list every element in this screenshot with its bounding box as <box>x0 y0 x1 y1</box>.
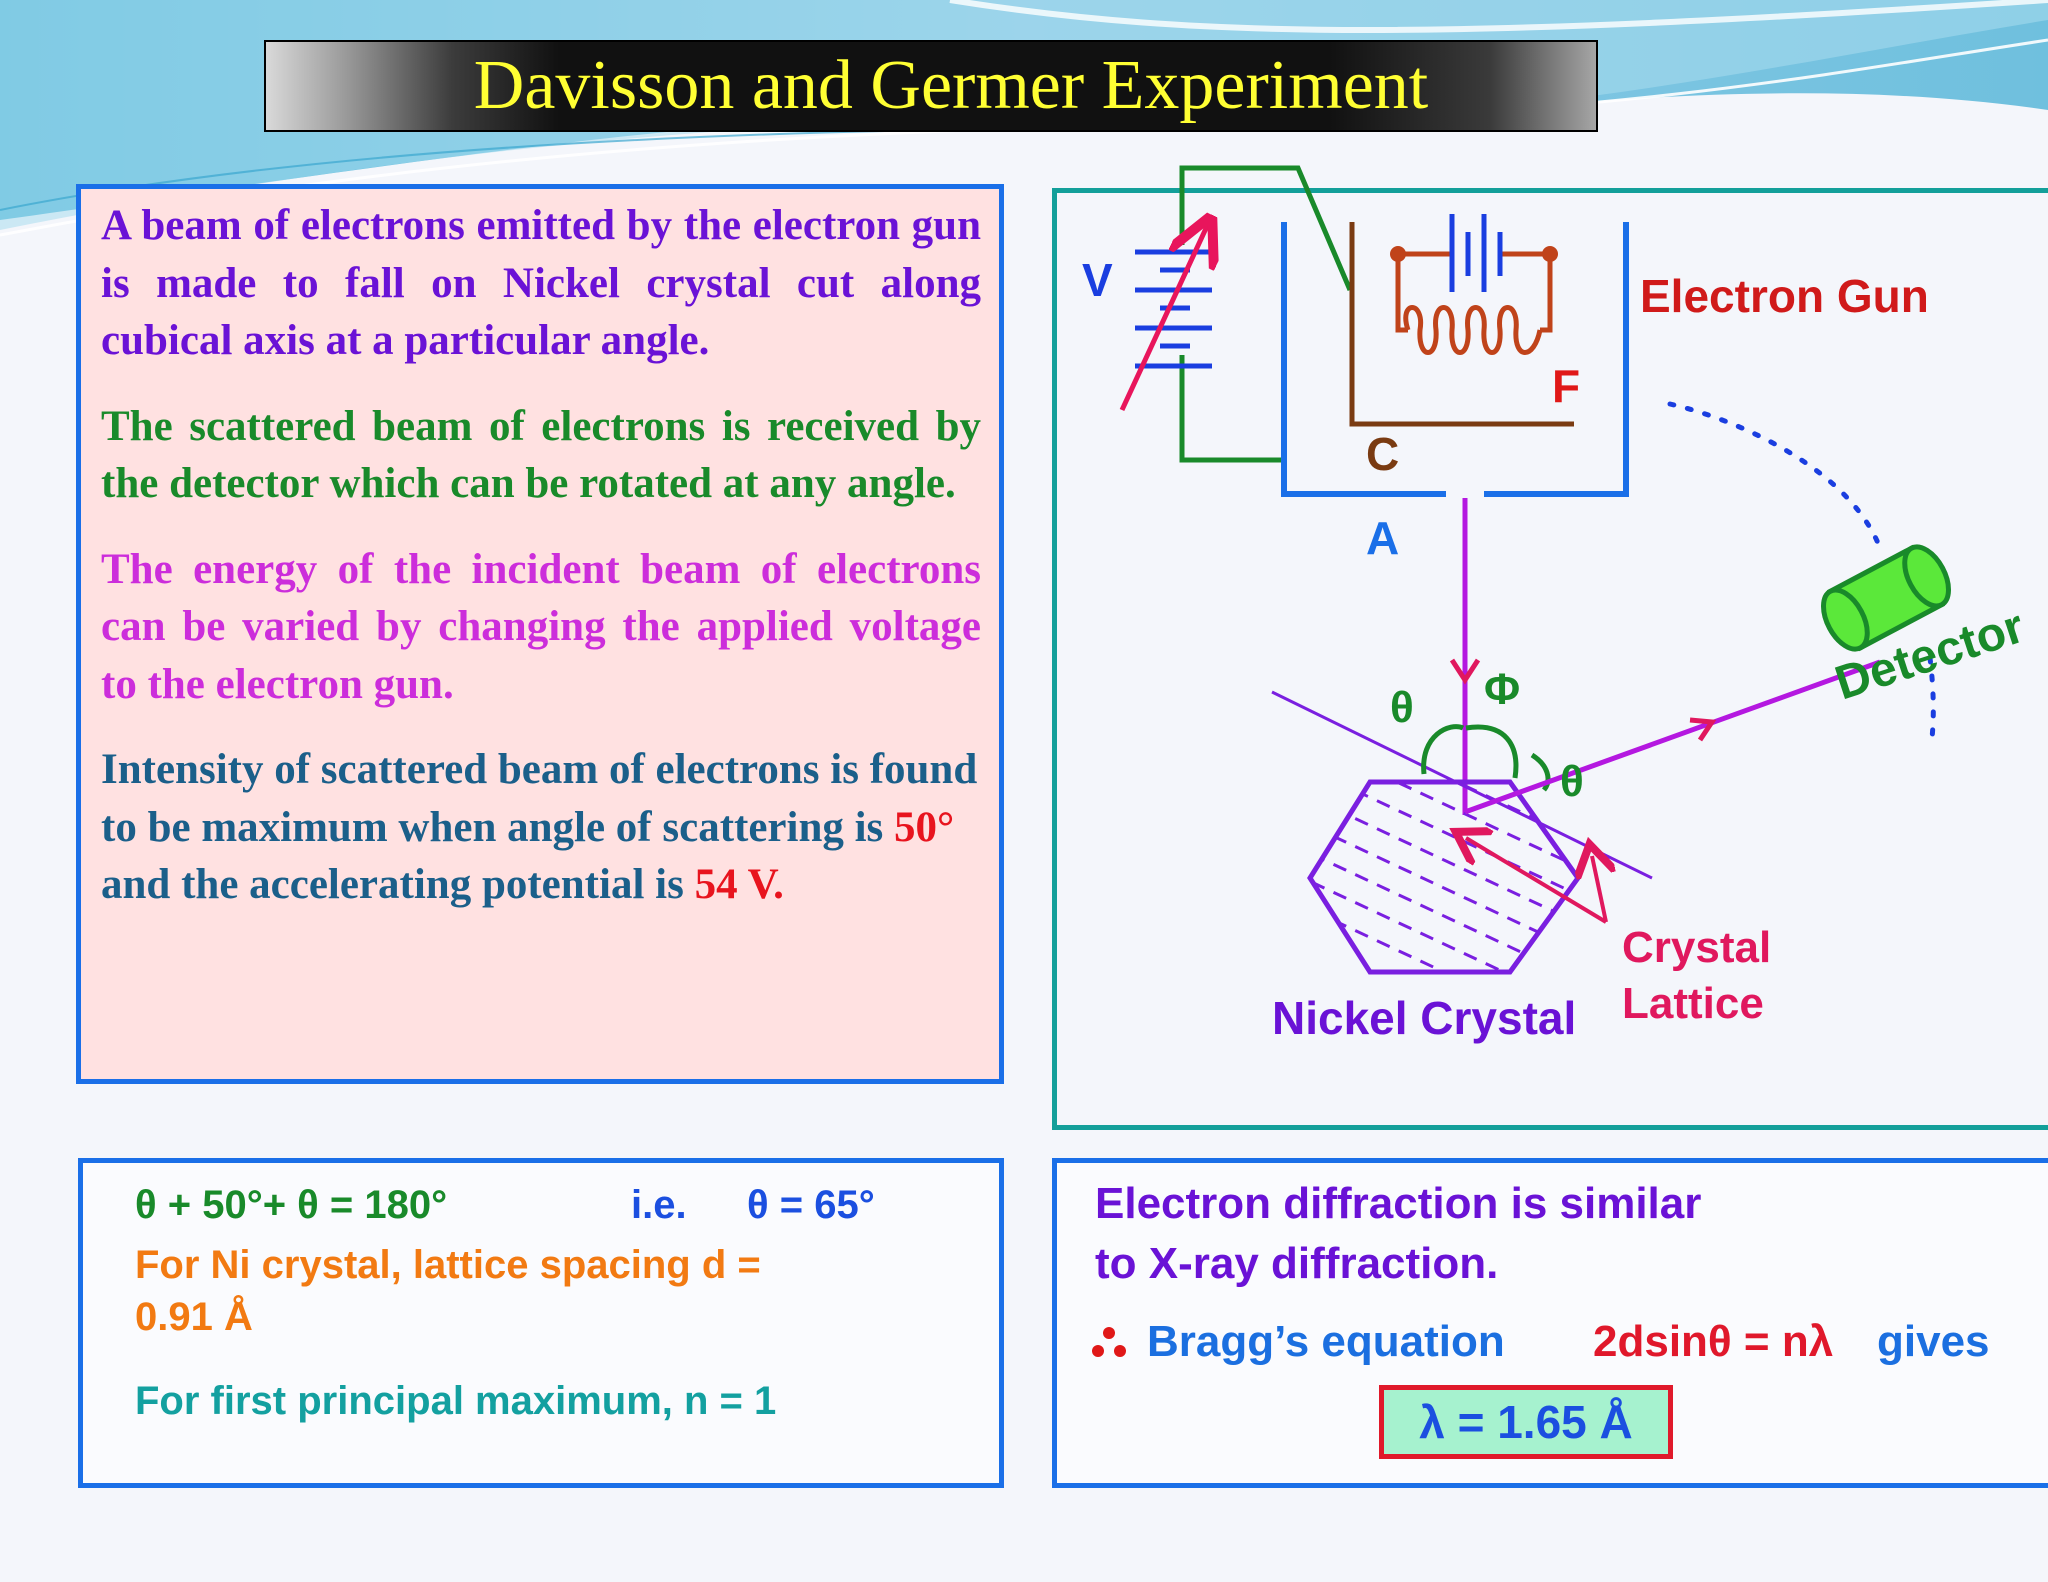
filament-battery <box>1390 214 1558 292</box>
nickel-crystal <box>1307 779 1582 975</box>
bullet-icon <box>1092 1327 1126 1357</box>
angle-equation: θ + 50°+ θ = 180° <box>135 1183 448 1227</box>
label-nickel-crystal: Nickel Crystal <box>1272 992 1576 1044</box>
intensity-text-a: Intensity of scattered beam of electrons… <box>101 746 978 851</box>
label-theta-left: θ <box>1390 683 1414 732</box>
scattered-beam-arrow <box>1689 717 1717 742</box>
theta-arc-left <box>1421 724 1465 775</box>
wavelength-result: λ = 1.65 Å <box>1379 1385 1673 1459</box>
intensity-text-b: and the accelerating potential is <box>101 861 695 908</box>
incident-beam-arrow <box>1449 658 1481 685</box>
label-crystal-lattice-2: Lattice <box>1622 979 1764 1028</box>
apparatus-diagram-panel <box>1052 188 2048 1130</box>
voltage-unit: V. <box>737 861 784 908</box>
label-phi: Φ <box>1484 665 1520 714</box>
theta-result: θ = 65° <box>747 1183 875 1227</box>
lattice-pointer-2 <box>1592 856 1606 923</box>
bragg-equation-label: Bragg’s equation <box>1147 1317 1505 1366</box>
lattice-spacing-line2: 0.91 Å <box>135 1295 253 1339</box>
diffraction-line2: to X-ray diffraction. <box>1095 1239 1499 1288</box>
theta-arc-right <box>1530 752 1551 792</box>
label-f: F <box>1552 360 1580 412</box>
label-electron-gun: Electron Gun <box>1640 270 1929 322</box>
ie-text: i.e. <box>631 1183 687 1227</box>
variable-voltage-battery <box>1135 249 1212 369</box>
lattice-pointer-1 <box>1466 838 1608 924</box>
page-title: Davisson and Germer Experiment <box>473 47 1429 124</box>
first-principal-maximum: For first principal maximum, n = 1 <box>135 1379 777 1423</box>
paragraph-electron-beam: A beam of electrons emitted by the elect… <box>101 202 981 364</box>
label-theta-right: θ <box>1560 757 1584 806</box>
paragraph-beam-energy: The energy of the incident beam of elect… <box>101 545 981 708</box>
variable-arrow <box>1119 224 1208 412</box>
explanation-panel: A beam of electrons emitted by the elect… <box>76 184 1004 1084</box>
phi-arc <box>1465 724 1519 779</box>
diffraction-line1: Electron diffraction is similar <box>1095 1179 1702 1228</box>
detector-rotation-path <box>1667 401 1936 741</box>
gives-text: gives <box>1877 1317 1990 1366</box>
scattered-beam <box>1464 659 1881 815</box>
label-crystal-lattice-1: Crystal <box>1622 923 1771 972</box>
scattering-angle-value: 50° <box>894 803 955 851</box>
title-bar: Davisson and Germer Experiment <box>264 40 1598 132</box>
detector-icon <box>1821 544 1951 652</box>
filament <box>1395 254 1553 355</box>
cathode-plate <box>1349 222 1574 427</box>
voltage-value: 54 <box>694 861 738 908</box>
calculation-panel: θ + 50°+ θ = 180° i.e. θ = 65° For Ni cr… <box>78 1158 1004 1488</box>
bragg-panel: Electron diffraction is similar to X-ray… <box>1052 1158 2048 1488</box>
label-v: V <box>1082 254 1113 306</box>
circuit-wires <box>1179 165 1353 463</box>
paragraph-intensity: Intensity of scattered beam of electrons… <box>101 741 981 914</box>
lattice-spacing-line1: For Ni crystal, lattice spacing d = <box>135 1243 761 1287</box>
label-c: C <box>1366 428 1399 480</box>
bragg-formula: 2dsinθ = nλ <box>1593 1317 1834 1366</box>
label-a: A <box>1366 512 1399 564</box>
anode-box <box>1281 222 1629 497</box>
paragraph-scattered-beam: The scattered beam of electrons is recei… <box>101 402 981 508</box>
